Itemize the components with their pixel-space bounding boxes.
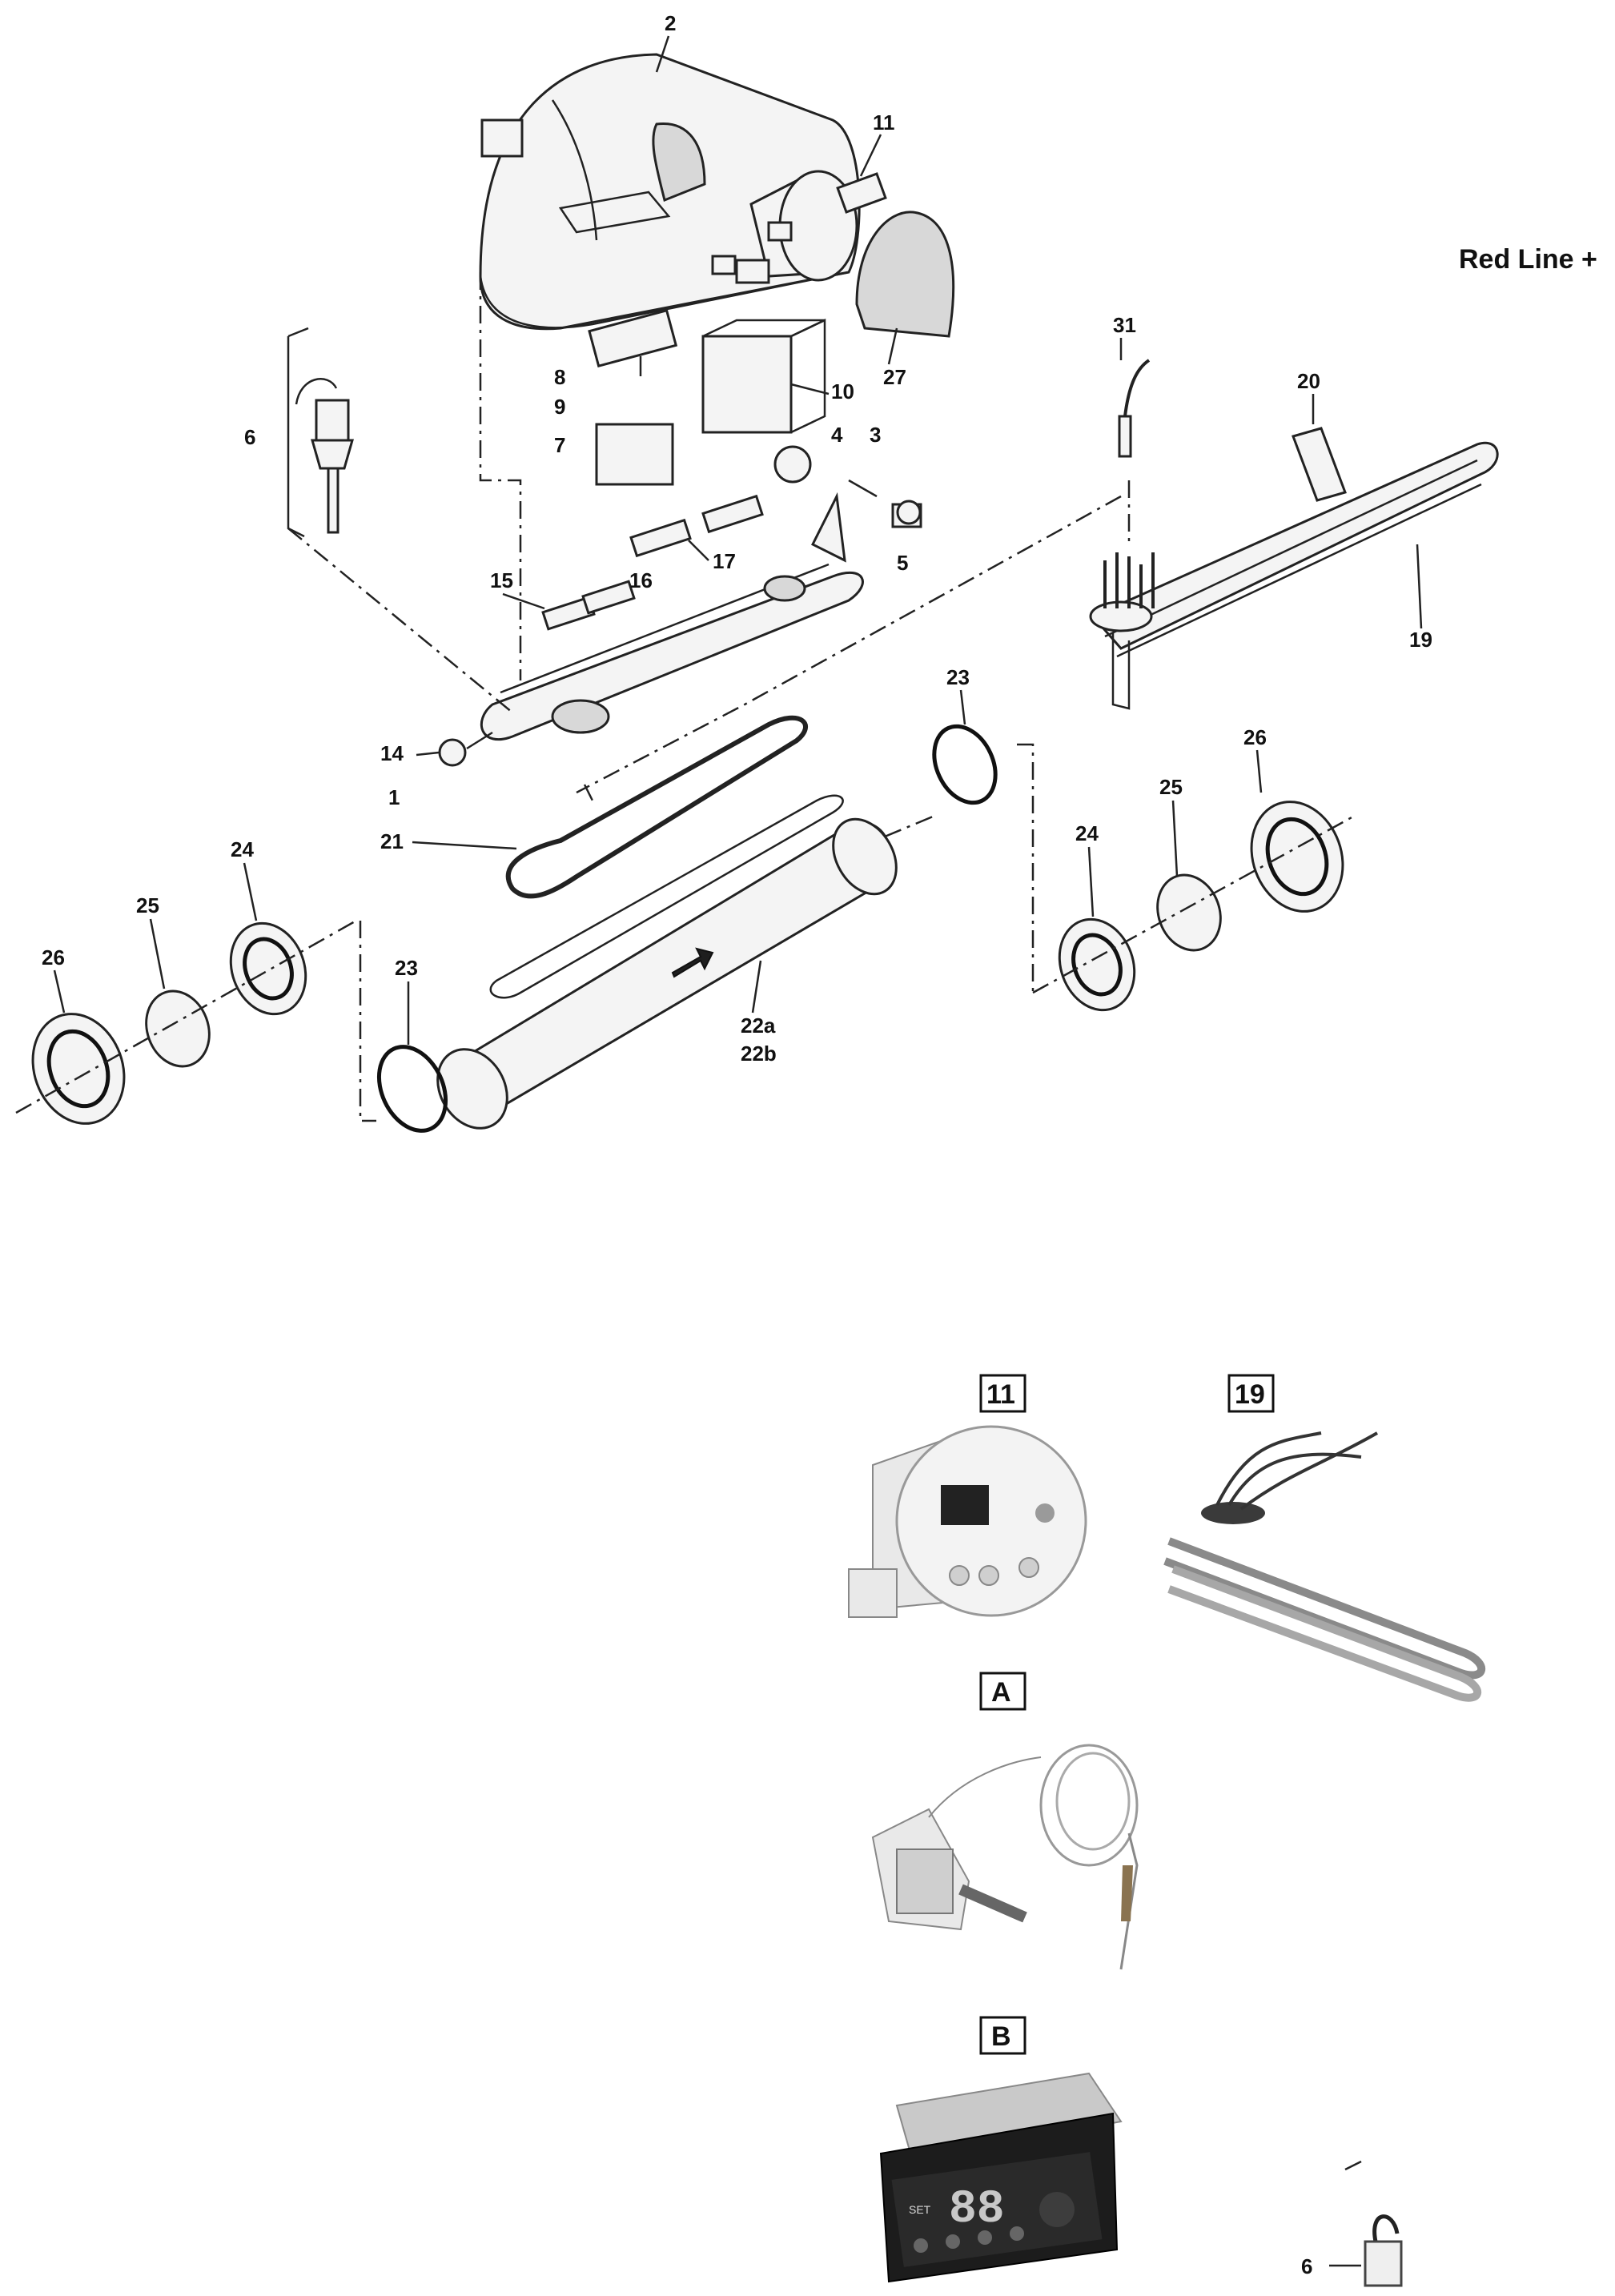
callout-5: 5	[897, 551, 908, 575]
callout-23-left: 23	[395, 956, 418, 980]
svg-text:B: B	[991, 2021, 1011, 2052]
callout-17: 17	[713, 549, 736, 573]
set-label: SET	[909, 2203, 931, 2216]
callout-8: 8	[554, 365, 565, 389]
callout-26-right: 26	[1243, 725, 1267, 749]
diagram-title: Red Line +	[1459, 244, 1597, 275]
display-readout: 88	[949, 2184, 1005, 2236]
heating-element-photo	[1163, 1431, 1485, 1702]
photo-label-11: 11	[979, 1374, 1026, 1413]
photo-label-19: 19	[1227, 1374, 1275, 1413]
base-housing	[480, 492, 864, 741]
digital-thermostat-photo: 88 SET	[879, 2072, 1123, 2283]
o-ring-right	[932, 724, 998, 805]
capillary-thermostat-photo	[871, 1744, 1139, 1970]
callout-15: 15	[490, 568, 513, 592]
o-ring-left	[376, 1045, 448, 1133]
callout-26-left: 26	[42, 945, 65, 969]
front-window	[855, 211, 955, 338]
callout-4: 4	[831, 423, 843, 447]
photo-label-b: B	[979, 2016, 1026, 2055]
callout-1: 1	[388, 785, 400, 809]
callout-25-left: 25	[136, 893, 159, 917]
callout-25-right: 25	[1159, 775, 1183, 799]
thermostat-knob	[773, 445, 922, 528]
element-clamp	[1292, 427, 1347, 502]
heater-tube	[436, 794, 898, 1130]
mounting-brackets	[541, 494, 764, 631]
svg-text:A: A	[991, 1677, 1011, 1708]
temperature-sensor	[1118, 359, 1151, 458]
cable-gland	[438, 731, 493, 767]
flow-switch-photo	[1329, 2160, 1403, 2287]
callout-16: 16	[629, 568, 653, 592]
callout-19: 19	[1409, 628, 1432, 652]
callout-23-right: 23	[946, 665, 970, 689]
callout-11: 11	[873, 110, 895, 134]
gasket	[505, 715, 808, 899]
callout-22b: 22b	[741, 1042, 777, 1066]
union-set-right	[1032, 801, 1354, 1012]
contactor	[701, 319, 826, 434]
callout-20: 20	[1297, 369, 1320, 393]
callout-24-right: 24	[1075, 821, 1099, 845]
callout-14: 14	[380, 741, 404, 765]
callout-6-photo: 6	[1301, 2254, 1312, 2278]
svg-text:11: 11	[986, 1379, 1015, 1410]
callout-22a: 22a	[741, 1014, 776, 1038]
callout-3: 3	[870, 423, 881, 447]
callout-6: 6	[244, 425, 255, 449]
callout-2: 2	[665, 11, 676, 35]
flow-switch	[287, 327, 354, 538]
callout-27: 27	[883, 365, 906, 389]
svg-text:19: 19	[1235, 1379, 1265, 1410]
callout-9: 9	[554, 395, 565, 419]
heating-element	[1089, 441, 1499, 710]
callout-7: 7	[554, 433, 565, 457]
union-set-left	[15, 919, 357, 1125]
callout-10: 10	[831, 379, 854, 403]
controller-drum	[711, 170, 887, 284]
callout-21: 21	[380, 829, 404, 853]
callout-31: 31	[1113, 313, 1136, 337]
photo-label-a: A	[979, 1672, 1026, 1711]
terminal-blocks	[588, 308, 678, 486]
callout-24-left: 24	[231, 837, 254, 861]
controller-photo	[848, 1425, 1087, 1618]
